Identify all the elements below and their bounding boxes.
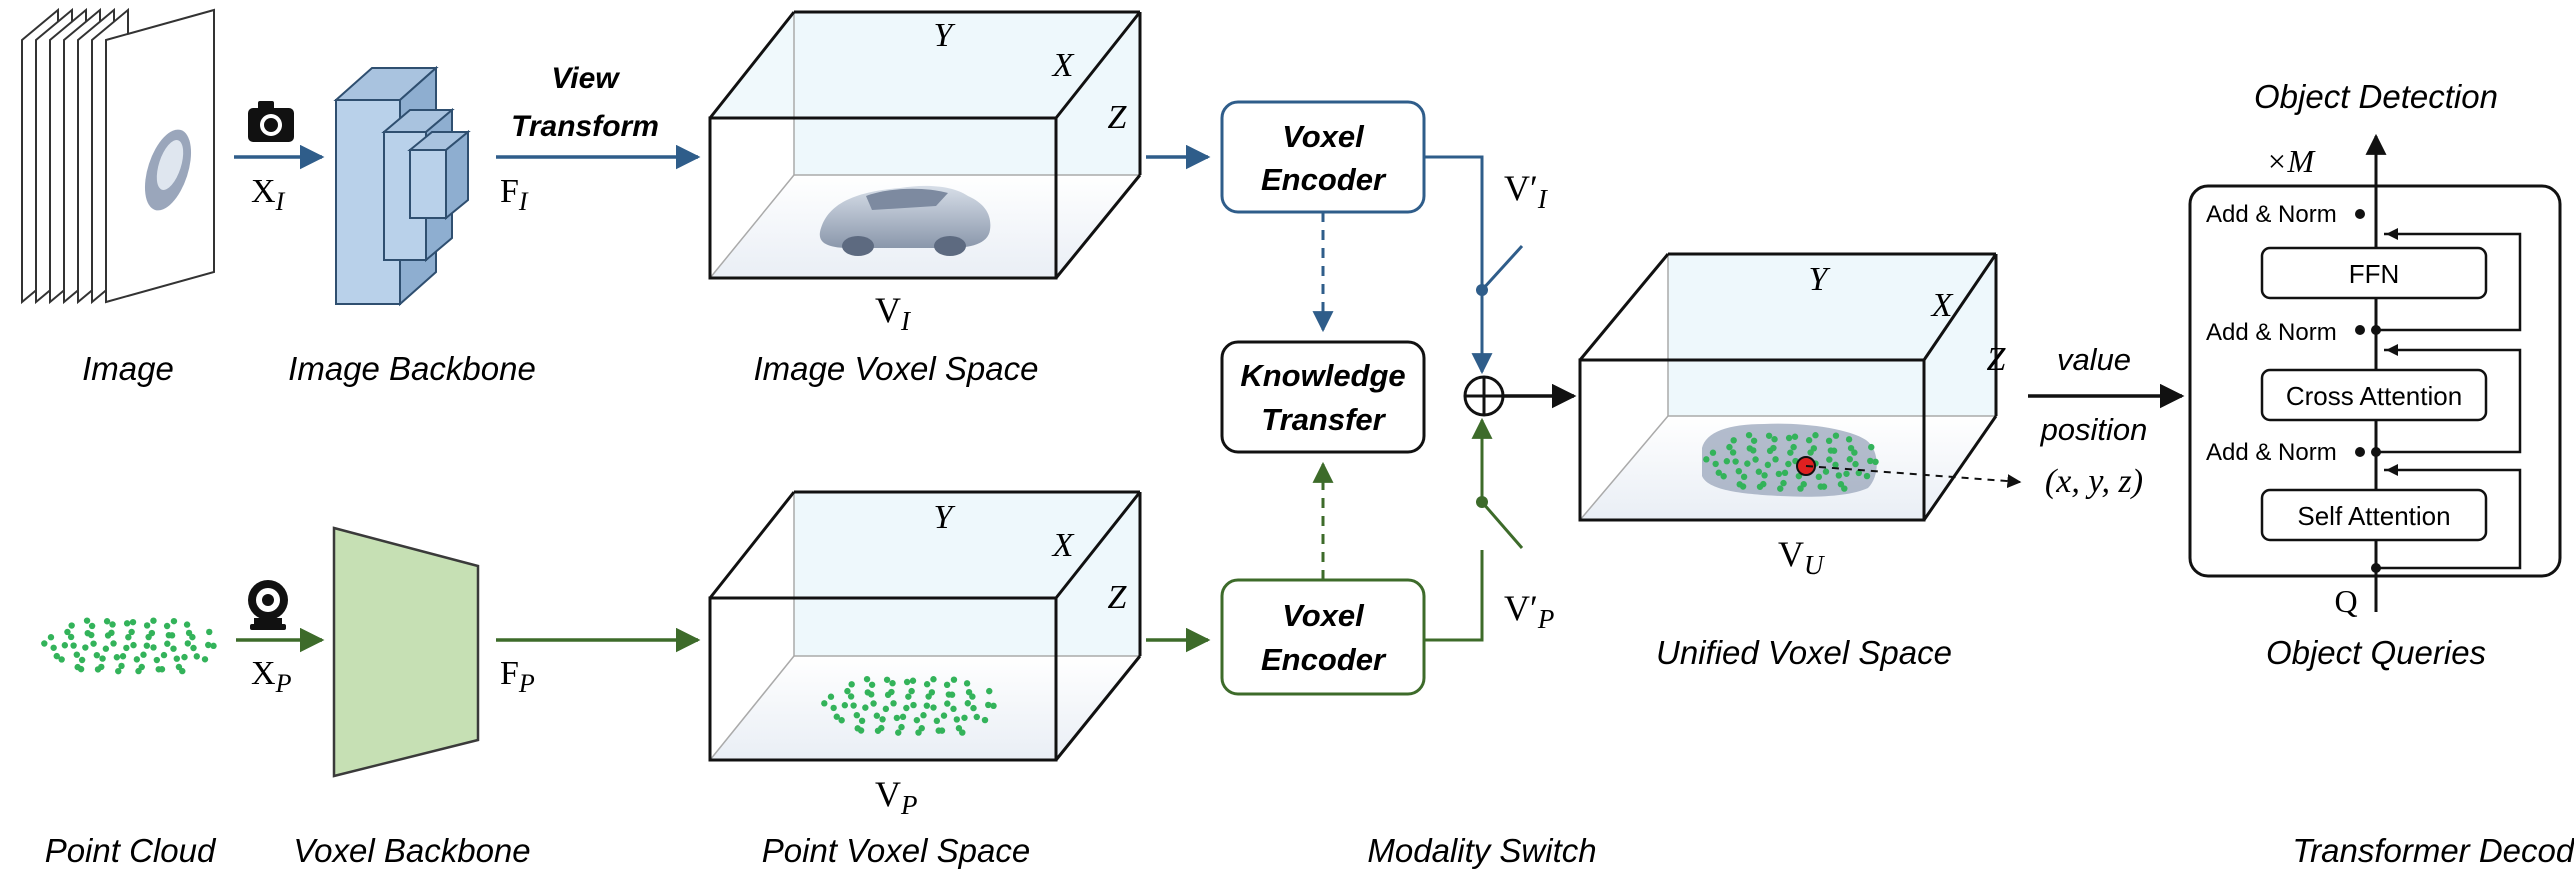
image-axis-z: Z xyxy=(1108,99,1128,136)
point-switch-label: V′P xyxy=(1504,588,1554,634)
ffn-label: FFN xyxy=(2349,259,2400,289)
object-detection-label: Object Detection xyxy=(2254,78,2498,115)
point-axis-z: Z xyxy=(1108,579,1128,616)
unified-axis-z: Z xyxy=(1987,341,2007,378)
repeat-label: ×M xyxy=(2266,143,2317,179)
cross-attention-block xyxy=(2260,368,2488,422)
image-caption: Image xyxy=(82,350,174,387)
cross-attention-residual xyxy=(2376,348,2522,454)
knowledge-transfer-line1: Knowledge xyxy=(1240,358,1405,393)
transformer-decoder-caption: Transformer Decoder xyxy=(2292,832,2574,869)
self-attention-label: Self Attention xyxy=(2297,501,2450,531)
point-switch-wire xyxy=(1424,550,1484,642)
view-transform-line1: View xyxy=(551,62,620,95)
query-position-dashed-arrow xyxy=(1805,465,2022,489)
sum-node xyxy=(1463,375,1505,417)
image-voxel-caption: Image Voxel Space xyxy=(754,350,1039,387)
image-axis-y: Y xyxy=(934,17,956,54)
point-encoder-line2: Encoder xyxy=(1261,642,1387,677)
unified-axis-y: Y xyxy=(1809,261,1831,298)
image-switch-wire xyxy=(1424,155,1484,290)
view-transform-line2: Transform xyxy=(511,110,659,143)
ffn-residual xyxy=(2376,232,2522,332)
knowledge-transfer-line2: Transfer xyxy=(1261,402,1386,437)
image-switch-label: V′I xyxy=(1504,168,1549,214)
camera-icon xyxy=(248,101,294,142)
image-switch-lever xyxy=(1480,244,1524,292)
point-cloud-caption: Point Cloud xyxy=(45,832,217,869)
image-voxel-cube xyxy=(708,10,1142,280)
image-feature-label: FI xyxy=(500,173,529,216)
unified-voxel-cube xyxy=(1578,252,2022,522)
knowledge-transfer-box xyxy=(1220,340,1426,454)
self-attention-residual xyxy=(2376,468,2522,570)
voxel-backbone xyxy=(332,526,480,778)
add-norm-label-middle: Add & Norm xyxy=(2206,319,2337,346)
image-input-label: XI xyxy=(251,173,286,216)
unified-voxel-caption: Unified Voxel Space xyxy=(1656,634,1952,671)
add-norm-label-bottom: Add & Norm xyxy=(2206,439,2337,466)
value-label: value xyxy=(2057,342,2131,377)
point-switch-lever xyxy=(1480,501,1524,549)
image-axis-x: X xyxy=(1051,47,1075,84)
point-voxel-cube xyxy=(708,490,1142,762)
point-voxel-label: VP xyxy=(875,774,918,820)
image-voxel-label: VI xyxy=(875,290,912,336)
coordinate-label: (x, y, z) xyxy=(2045,463,2143,500)
cross-attention-label: Cross Attention xyxy=(2286,381,2462,411)
point-axis-x: X xyxy=(1051,527,1075,564)
unified-axis-x: X xyxy=(1930,287,1954,324)
image-backbone-caption: Image Backbone xyxy=(288,350,536,387)
query-symbol: Q xyxy=(2334,583,2357,619)
point-feature-label: FP xyxy=(500,655,535,698)
point-switch-pivot xyxy=(1476,496,1488,508)
voxel-backbone-caption: Voxel Backbone xyxy=(293,832,530,869)
point-encoder-line1: Voxel xyxy=(1282,598,1365,633)
point-cloud-input xyxy=(41,617,217,675)
point-voxel-encoder xyxy=(1220,578,1426,696)
object-queries-caption: Object Queries xyxy=(2266,634,2486,671)
unified-voxel-label: VU xyxy=(1778,534,1825,580)
point-cloud-car xyxy=(821,675,997,736)
point-voxel-caption: Point Voxel Space xyxy=(762,832,1030,869)
point-axis-y: Y xyxy=(934,499,956,536)
image-encoder-line2: Encoder xyxy=(1261,162,1387,197)
image-encoder-line1: Voxel xyxy=(1282,119,1365,154)
lidar-icon xyxy=(248,580,288,630)
add-norm-label-top: Add & Norm xyxy=(2206,201,2337,228)
point-input-label: XP xyxy=(251,655,292,698)
image-stack xyxy=(21,7,215,305)
position-label: position xyxy=(2040,412,2148,447)
self-attention-block xyxy=(2260,488,2488,542)
image-switch-pivot xyxy=(1476,284,1488,296)
image-car xyxy=(819,185,991,256)
modality-switch-caption: Modality Switch xyxy=(1367,832,1596,869)
ffn-block xyxy=(2260,246,2488,300)
image-backbone xyxy=(333,65,471,307)
